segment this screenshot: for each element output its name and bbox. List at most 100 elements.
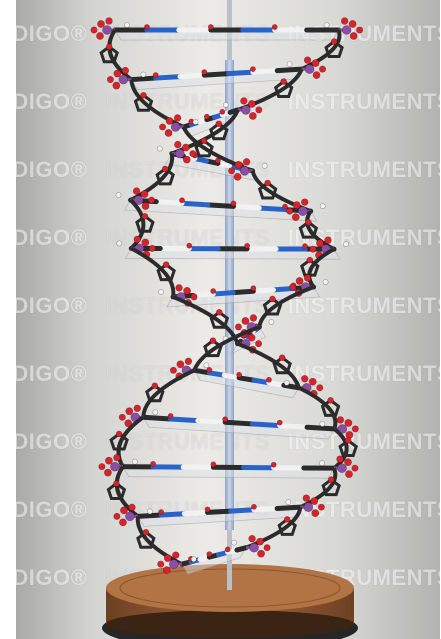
oxygen-atom	[303, 56, 312, 64]
oxygen-atom	[340, 17, 349, 25]
oxygen-atom	[309, 245, 317, 253]
base-pair-bond	[226, 69, 256, 77]
oxygen-atom	[344, 458, 352, 467]
phosphorus-atom	[341, 25, 352, 35]
oxygen-atom	[336, 416, 345, 424]
sugar-ring	[298, 220, 319, 239]
oxygen-atom	[169, 366, 177, 374]
phosphorus-atom	[303, 502, 314, 512]
oxygen-atom	[172, 551, 180, 559]
base-pair-bond	[177, 72, 207, 80]
oxygen-atom	[301, 375, 309, 383]
phosphorus-atom	[337, 463, 347, 473]
hydrogen-atom	[261, 162, 268, 169]
oxygen-atom	[292, 201, 301, 210]
hydrogen-atom	[286, 61, 293, 68]
oxygen-atom	[173, 114, 182, 122]
oxygen-atom	[112, 81, 121, 90]
sugar-ring	[136, 530, 156, 549]
sugar-ring	[320, 398, 341, 417]
oxygen-atom	[206, 366, 213, 373]
sugar-ring	[277, 517, 297, 536]
oxygen-atom	[210, 461, 217, 468]
oxygen-atom	[271, 24, 278, 30]
backbone-strand-left	[116, 415, 145, 468]
oxygen-atom	[303, 274, 312, 282]
oxygen-atom	[336, 455, 344, 463]
oxygen-atom	[251, 503, 257, 510]
oxygen-atom	[97, 20, 105, 28]
oxygen-atom	[186, 242, 193, 249]
oxygen-atom	[316, 239, 324, 248]
oxygen-atom	[165, 117, 174, 125]
oxygen-atom	[242, 158, 251, 166]
oxygen-atom	[119, 518, 127, 527]
oxygen-atom	[295, 277, 304, 285]
base-pair-bond	[135, 512, 164, 519]
oxygen-atom	[182, 155, 191, 164]
hydrogen-atom	[268, 319, 275, 325]
sugar-ring	[135, 214, 155, 233]
oxygen-atom	[248, 534, 256, 543]
backbone-strand-left	[141, 368, 196, 418]
oxygen-atom	[344, 419, 353, 427]
oxygen-atom	[234, 323, 242, 331]
base-pair-bond	[231, 203, 262, 211]
watermark-word: INSTRUMENTS	[287, 21, 440, 46]
base-pair-bond	[251, 505, 280, 513]
hydrogen-atom	[156, 145, 163, 152]
watermark-word: INSTRUMENTS	[287, 157, 440, 182]
oxygen-atom	[174, 140, 182, 149]
hydrogen-atom	[343, 241, 349, 248]
sugar-ring	[155, 166, 175, 186]
oxygen-atom	[247, 100, 256, 108]
base-pair-bond	[249, 421, 283, 429]
oxygen-atom	[120, 506, 128, 515]
hydrogen-atom	[158, 288, 164, 295]
backbone-strand-left	[257, 285, 315, 328]
oxygen-atom	[302, 243, 308, 249]
watermark-word: INSTRUMENTS	[287, 89, 440, 114]
base-pair-bond	[205, 508, 234, 515]
oxygen-atom	[184, 357, 193, 366]
oxygen-atom	[158, 509, 165, 515]
oxygen-atom	[305, 218, 312, 226]
oxygen-atom	[248, 112, 257, 120]
oxygen-atom	[228, 167, 236, 175]
base-bottom-rim	[106, 610, 354, 638]
oxygen-atom	[200, 137, 208, 145]
sugar-ring	[106, 481, 127, 501]
phosphorus-atom	[175, 148, 185, 159]
backbone-strand-left	[307, 247, 335, 289]
sugar-ring	[133, 93, 154, 112]
oxygen-atom	[283, 516, 291, 523]
oxygen-atom	[104, 468, 112, 477]
base-pair-bond	[128, 75, 159, 83]
hydrogen-atom	[231, 539, 237, 546]
oxygen-atom	[247, 333, 256, 342]
oxygen-atom	[222, 416, 229, 423]
base-pair-bond	[179, 200, 211, 208]
base-pair-bond	[195, 418, 228, 425]
hydrogen-atom	[222, 102, 229, 108]
oxygen-atom	[327, 397, 334, 404]
oxygen-atom	[241, 317, 250, 325]
oxygen-atom	[249, 314, 258, 322]
oxygen-atom	[301, 198, 309, 206]
watermark-brand: NDIGO®	[16, 497, 88, 522]
oxygen-atom	[133, 404, 141, 412]
oxygen-atom	[151, 382, 159, 390]
oxygen-atom	[266, 376, 272, 383]
phosphorus-atom	[239, 166, 250, 176]
oxygen-atom	[311, 509, 320, 518]
base-pair-bond	[221, 372, 242, 381]
base-pair-bond	[205, 202, 237, 209]
sugar-ring	[109, 432, 129, 451]
oxygen-atom	[224, 546, 231, 553]
base-pair-bond	[206, 370, 227, 378]
oxygen-atom	[96, 32, 104, 40]
oxygen-atom	[263, 544, 271, 552]
hydrogen-atom	[124, 22, 130, 28]
sugar-ring	[209, 310, 230, 329]
